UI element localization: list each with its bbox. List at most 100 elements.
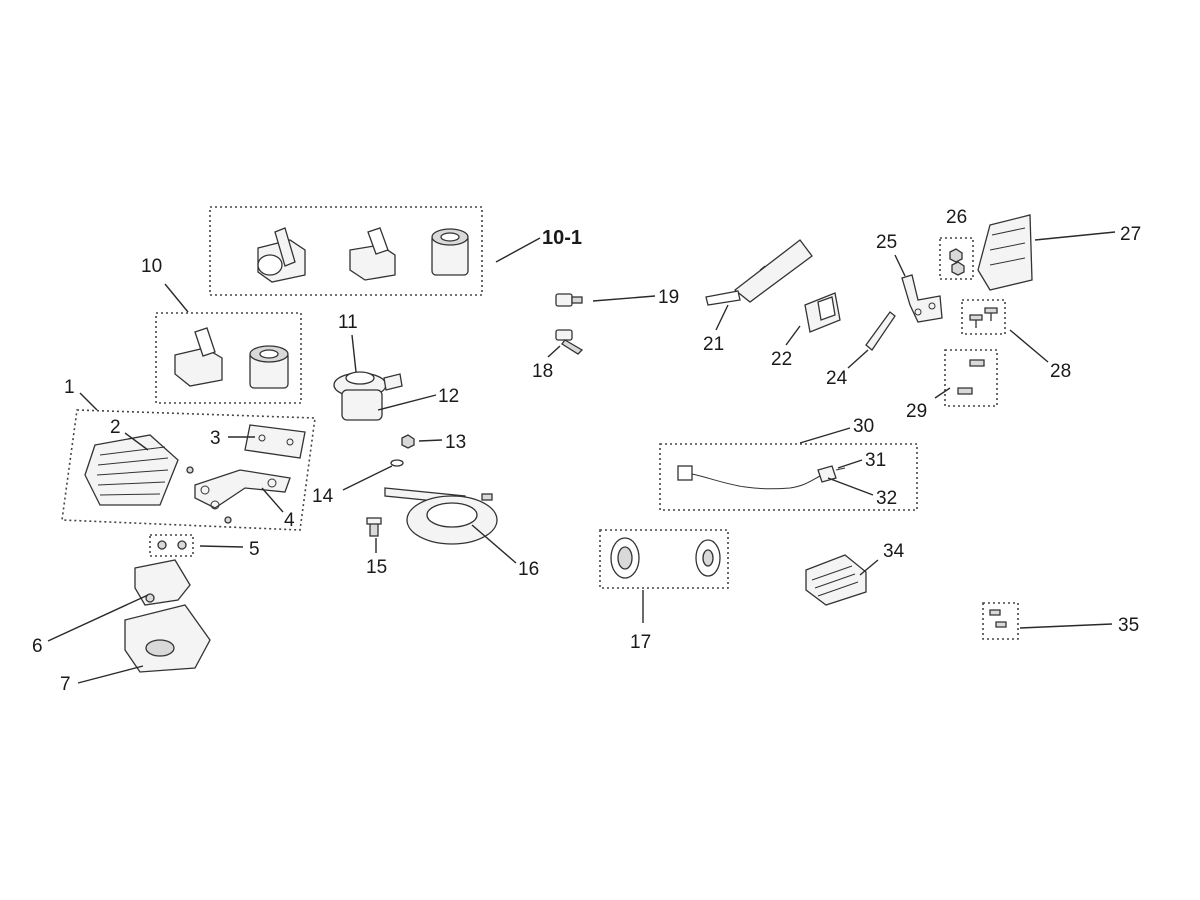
regulator-34-part — [805, 554, 867, 606]
leader-11 — [351, 334, 357, 373]
label-27: 27 — [1120, 224, 1141, 245]
label-24: 24 — [826, 368, 848, 389]
controller-27-part — [977, 214, 1033, 291]
switch-19-part — [555, 293, 583, 307]
switch-18-part — [555, 329, 584, 355]
leader-28 — [1009, 329, 1049, 363]
leader-27 — [1034, 231, 1116, 241]
leader-19 — [592, 295, 656, 302]
leader-13 — [418, 439, 443, 442]
group-1-headlight-assembly — [61, 409, 316, 531]
label-25: 25 — [876, 232, 897, 253]
group-box-28 — [961, 299, 1006, 335]
label-22: 22 — [771, 349, 792, 370]
lock-cylinder-part — [249, 345, 289, 389]
stay-bracket-25-part — [901, 274, 943, 323]
leader-12 — [377, 394, 437, 411]
group-box-35 — [982, 602, 1019, 640]
label-35: 35 — [1118, 615, 1139, 636]
label-14: 14 — [312, 486, 334, 507]
label-12: 12 — [438, 386, 459, 407]
small-screw-part — [224, 516, 232, 524]
group-30-wire-harness — [659, 443, 918, 511]
leader-30 — [799, 427, 851, 444]
leader-4 — [261, 487, 284, 513]
group-29-screw-set — [944, 349, 998, 407]
group-box-26 — [939, 237, 974, 280]
label-4: 4 — [284, 510, 295, 531]
leader-35 — [1019, 623, 1113, 629]
leader-34 — [859, 559, 879, 576]
group-35-screw-set — [982, 602, 1019, 640]
leader-25 — [894, 254, 906, 277]
group-17-reflector-set — [599, 529, 729, 589]
tank-cap-lock-part — [431, 228, 469, 276]
group-box-29 — [944, 349, 998, 407]
ignition-switch-part — [257, 227, 306, 283]
label-30: 30 — [853, 416, 874, 437]
leader-21 — [715, 304, 729, 331]
group-box-30 — [659, 443, 918, 511]
group-26-nut-set — [939, 237, 974, 280]
headlight-bracket-part — [194, 469, 291, 510]
label-26: 26 — [946, 207, 967, 228]
horn-part — [384, 487, 498, 545]
mounting-plate-part — [244, 424, 306, 459]
label-19: 19 — [658, 287, 679, 308]
leader-6 — [47, 594, 149, 642]
leader-14 — [342, 465, 393, 491]
label-10-1: 10-1 — [542, 227, 582, 249]
leader-29 — [934, 387, 951, 399]
label-34: 34 — [883, 541, 905, 562]
label-16: 16 — [518, 559, 539, 580]
label-18: 18 — [532, 361, 553, 382]
label-10: 10 — [141, 256, 162, 277]
group-box-5 — [149, 534, 194, 557]
leader-31 — [837, 459, 863, 469]
small-screw-part — [186, 466, 194, 474]
label-21: 21 — [703, 334, 724, 355]
leader-22 — [785, 325, 801, 346]
group-5-screw-set — [149, 534, 194, 557]
washer-part — [390, 459, 404, 467]
leader-18 — [547, 345, 561, 358]
leader-2 — [124, 432, 149, 451]
label-31: 31 — [865, 450, 886, 471]
label-2: 2 — [110, 417, 121, 438]
label-11: 11 — [338, 312, 358, 333]
lock-bracket-part — [174, 327, 223, 387]
group-10-lock-set — [155, 312, 302, 404]
headlight-upper-cover-part — [134, 559, 191, 606]
label-6: 6 — [32, 636, 43, 657]
leader-32 — [827, 477, 874, 496]
seat-lock-bracket-part — [349, 227, 396, 281]
sensor-21-part — [705, 239, 813, 306]
headlight-part — [84, 434, 179, 506]
label-13: 13 — [445, 432, 466, 453]
clamp-band-24-part — [865, 311, 896, 351]
label-17: 17 — [630, 632, 651, 653]
nut-part — [401, 434, 415, 449]
label-3: 3 — [210, 428, 221, 449]
label-7: 7 — [60, 674, 71, 695]
leader-5 — [199, 545, 244, 548]
speedometer-part — [333, 371, 403, 421]
label-5: 5 — [249, 539, 260, 560]
label-28: 28 — [1050, 361, 1071, 382]
group-box-10-1 — [209, 206, 483, 296]
label-15: 15 — [366, 557, 387, 578]
callout-labels: 1 2 3 4 5 6 7 10 10-1 11 12 13 14 15 16 … — [32, 207, 1141, 695]
leader-1 — [79, 392, 98, 411]
leader-16 — [471, 524, 517, 564]
leader-24 — [847, 349, 869, 369]
label-32: 32 — [876, 488, 897, 509]
bracket-22-part — [804, 292, 841, 333]
headlight-lower-cover-part — [124, 604, 211, 673]
bolt-part — [366, 517, 382, 537]
group-10-1-lock-set — [209, 206, 483, 296]
label-1: 1 — [64, 377, 75, 398]
label-29: 29 — [906, 401, 927, 422]
leader-10-1 — [495, 237, 541, 263]
group-box-17 — [599, 529, 729, 589]
